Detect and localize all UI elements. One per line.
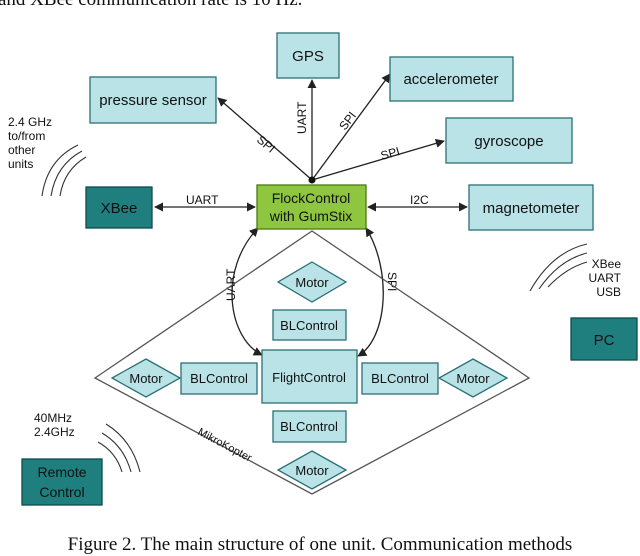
pc-signal-line-2: UART: [589, 271, 622, 285]
magnetometer-box: magnetometer: [468, 184, 594, 231]
label-uart-xbee: UART: [186, 193, 219, 207]
label-uart-flight: UART: [224, 268, 238, 301]
xbee-box: XBee: [85, 186, 153, 229]
blcontrol-bottom-box: BLControl: [272, 410, 347, 443]
flockcontrol-label-line2: with GumStix: [269, 208, 352, 224]
pc-signal-annotation: XBee UART USB: [589, 257, 622, 299]
link-gyroscope: [311, 138, 445, 181]
gps-box: GPS: [276, 32, 340, 79]
xbee-signal-line-2: to/from: [8, 129, 45, 143]
pressure-sensor-box: pressure sensor: [89, 76, 217, 124]
top-text: and XBee communication rate is 10 Hz.: [0, 0, 302, 10]
hub-dot: [308, 176, 316, 184]
pc-signal-icon: [529, 243, 588, 292]
pressure-sensor-label: pressure sensor: [99, 92, 207, 109]
mikrokopter-frame: [93, 230, 531, 495]
pc-signal-line-3: USB: [596, 285, 621, 299]
remote-signal-icon: [97, 423, 141, 473]
remote-signal-annotation: 40MHz 2.4GHz: [34, 411, 75, 439]
magnetometer-label: magnetometer: [483, 200, 580, 217]
motor-top-label: Motor: [295, 275, 329, 290]
remote-signal-line-2: 2.4GHz: [34, 425, 75, 439]
remote-control-box: Remote Control: [21, 458, 103, 506]
remote-label-line2: Control: [39, 484, 84, 500]
flockcontrol-label-line1: FlockControl: [272, 190, 351, 206]
pc-signal-line-1: XBee: [592, 257, 622, 271]
link-pressure: [217, 97, 313, 181]
flightcontrol-box: FlightControl: [261, 349, 358, 404]
motor-left: Motor: [110, 358, 182, 398]
remote-signal-line-1: 40MHz: [34, 411, 72, 425]
pc-box: PC: [570, 317, 638, 361]
xbee-signal-icon: [41, 144, 87, 197]
blcontrol-left-box: BLControl: [180, 362, 258, 395]
gyroscope-box: gyroscope: [445, 117, 573, 164]
xbee-signal-annotation: 2.4 GHz to/from other units: [8, 115, 52, 171]
remote-label-line1: Remote: [37, 464, 86, 480]
flightcontrol-label: FlightControl: [272, 370, 346, 385]
connection-lines: [154, 73, 468, 357]
label-spi-gyro: SPI: [379, 144, 401, 163]
label-spi-accel: SPI: [336, 109, 359, 133]
link-uart-flight: [231, 227, 263, 356]
motor-bottom: Motor: [276, 450, 348, 490]
link-spi-flight: [357, 227, 384, 357]
gps-label: GPS: [292, 48, 324, 65]
xbee-signal-line-4: units: [8, 157, 33, 171]
label-uart-gps: UART: [295, 101, 309, 134]
xbee-signal-line-3: other: [8, 143, 35, 157]
blcontrol-right-box: BLControl: [361, 362, 439, 395]
blcontrol-left-label: BLControl: [190, 371, 248, 386]
link-accelerometer: [311, 73, 391, 181]
accelerometer-label: accelerometer: [403, 71, 498, 88]
gyroscope-label: gyroscope: [474, 133, 543, 150]
motor-top: Motor: [276, 261, 348, 303]
blcontrol-right-label: BLControl: [371, 371, 429, 386]
figure-caption: Figure 2. The main structure of one unit…: [67, 534, 573, 555]
motor-left-label: Motor: [129, 371, 163, 386]
label-i2c-mag: I2C: [410, 193, 429, 207]
xbee-label: XBee: [101, 200, 138, 217]
motor-right: Motor: [437, 358, 509, 398]
blcontrol-top-label: BLControl: [280, 318, 338, 333]
blcontrol-bottom-label: BLControl: [280, 419, 338, 434]
xbee-signal-line-1: 2.4 GHz: [8, 115, 52, 129]
pc-label: PC: [594, 332, 615, 349]
accelerometer-box: accelerometer: [389, 56, 514, 102]
flockcontrol-box: FlockControl with GumStix: [256, 184, 367, 230]
label-spi-pressure: SPI: [254, 133, 278, 156]
blcontrol-top-box: BLControl: [272, 309, 347, 341]
label-spi-flight: SPI: [385, 272, 399, 291]
mikrokopter-label: MikroKopter: [196, 426, 254, 465]
motor-right-label: Motor: [456, 371, 490, 386]
motor-bottom-label: Motor: [295, 463, 329, 478]
